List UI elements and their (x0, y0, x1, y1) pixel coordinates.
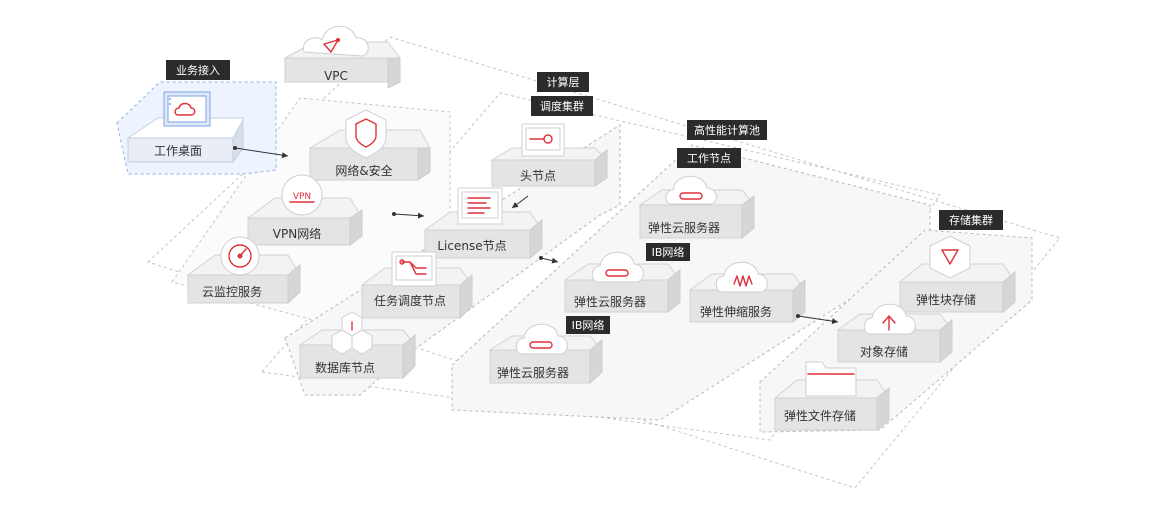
auto-scaling-label: 弹性伸缩服务 (700, 304, 772, 319)
ecs-mid-node[interactable]: 弹性云服务器 (563, 251, 681, 314)
network-security-label: 网络&安全 (335, 163, 392, 178)
ecs-top-node[interactable]: 弹性云服务器 (638, 175, 756, 240)
waveform-cloud-icon (715, 261, 768, 293)
flow-screen-icon (391, 251, 437, 287)
connector-arrow (539, 256, 559, 264)
hpc-tag: 高性能计算池 (687, 120, 767, 140)
database-node-label: 数据库节点 (315, 360, 375, 375)
connector-arrow (392, 212, 425, 219)
head-node[interactable]: 头节点 (490, 123, 609, 187)
folder-icon (805, 361, 857, 397)
vpc-node[interactable]: VPC (284, 25, 401, 89)
vpn-label: VPN网络 (273, 226, 321, 241)
worker-tag: 工作节点 (677, 148, 741, 168)
cloud-icon (302, 25, 369, 57)
document-screen-icon (457, 187, 503, 225)
ecs-mid-label: 弹性云服务器 (574, 294, 646, 309)
access-tag: 业务接入 (166, 60, 230, 80)
shield-icon (345, 109, 387, 159)
file-storage-label: 弹性文件存储 (784, 408, 856, 423)
vpn-icon-text: VPN (293, 192, 311, 202)
svg-text:业务接入: 业务接入 (176, 64, 220, 77)
scheduling-tag: 调度集群 (531, 96, 593, 116)
svg-text:IB网络: IB网络 (652, 245, 685, 259)
svg-text:IB网络: IB网络 (572, 318, 605, 332)
gauge-icon (220, 236, 260, 276)
compute-layer-zone (261, 92, 941, 441)
workstation-node[interactable]: 工作桌面 (126, 91, 244, 164)
license-node[interactable]: License节点 (423, 187, 543, 260)
storage-tag: 存储集群 (939, 210, 1003, 230)
network-security-node[interactable]: 网络&安全 (308, 109, 431, 181)
globe-icon: VPN (281, 174, 323, 216)
file-storage-node[interactable]: 弹性文件存储 (773, 361, 890, 432)
job-scheduler-node[interactable]: 任务调度节点 (360, 251, 473, 320)
scheduling-column-zone (284, 124, 621, 396)
connector-arrow (796, 314, 839, 325)
ecs-top-label: 弹性云服务器 (648, 220, 720, 235)
database-node[interactable]: 数据库节点 (298, 311, 417, 380)
vpc-label: VPC (324, 69, 348, 83)
ib-network-badge: IB网络 (566, 316, 610, 334)
block-storage-node[interactable]: 弹性块存储 (898, 235, 1016, 314)
head-node-label: 头节点 (520, 169, 556, 183)
svg-text:存储集群: 存储集群 (949, 213, 993, 227)
svg-text:高性能计算池: 高性能计算池 (694, 123, 760, 137)
ecs-bottom-label: 弹性云服务器 (497, 365, 569, 380)
workstation-label: 工作桌面 (154, 144, 202, 158)
cloud-server-icon (515, 323, 568, 355)
connector-arrow (511, 195, 529, 209)
cloud-monitor-node[interactable]: 云监控服务 (186, 236, 301, 305)
object-storage-label: 对象存储 (860, 344, 908, 359)
compute-tag: 计算层 (537, 72, 589, 92)
svg-text:调度集群: 调度集群 (540, 99, 584, 113)
hexagon-cluster-icon (331, 311, 373, 355)
cloud-monitor-label: 云监控服务 (202, 284, 262, 299)
cloud-server-icon (665, 175, 717, 205)
cloud-upload-icon (863, 303, 916, 335)
license-node-label: License节点 (437, 239, 506, 253)
auto-scaling-node[interactable]: 弹性伸缩服务 (688, 261, 806, 324)
cloud-server-icon (591, 251, 644, 283)
svg-text:计算层: 计算层 (547, 75, 580, 89)
ib-network-badge: IB网络 (646, 243, 690, 261)
block-storage-label: 弹性块存储 (916, 292, 976, 307)
connector-arrow (233, 146, 289, 159)
job-scheduler-label: 任务调度节点 (374, 293, 446, 308)
svg-text:工作节点: 工作节点 (687, 152, 731, 165)
hexagon-triangle-icon (929, 235, 971, 279)
monitor-icon (163, 91, 211, 127)
monitor-icon (521, 123, 565, 157)
ecs-bottom-node[interactable]: 弹性云服务器 (488, 323, 604, 385)
object-storage-node[interactable]: 对象存储 (836, 303, 953, 364)
vpn-node[interactable]: VPN网络 VPN (246, 174, 363, 246)
